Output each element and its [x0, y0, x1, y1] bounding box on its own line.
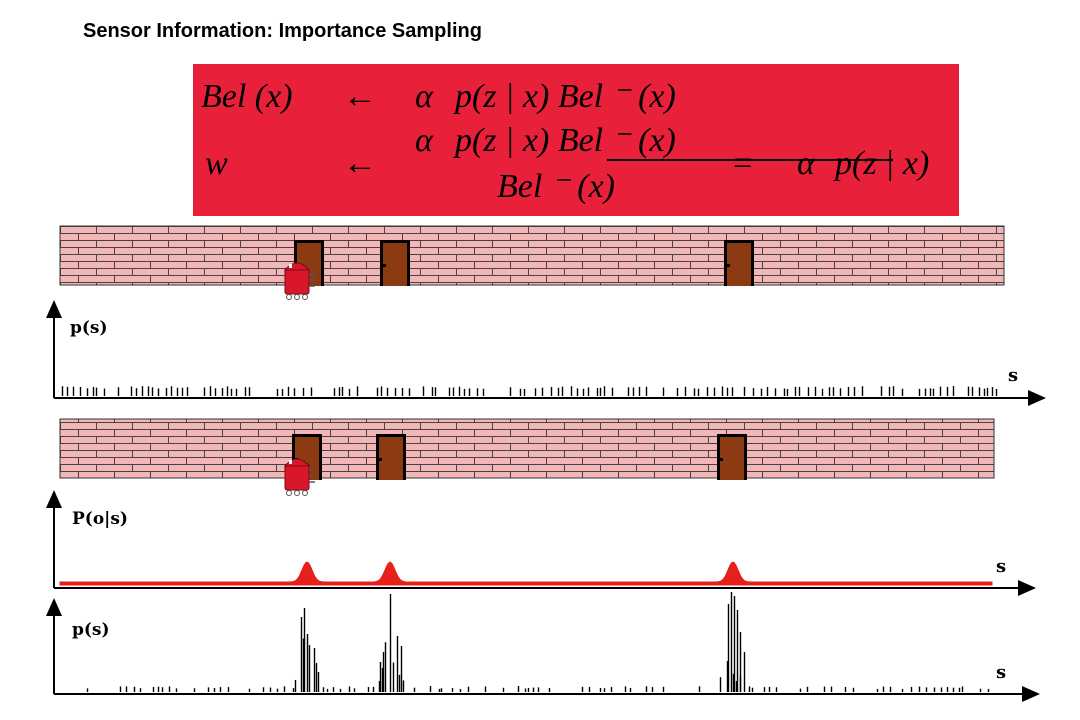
formula-equals: =: [733, 145, 753, 182]
wall-bottom: [59, 418, 995, 479]
door-icon: [380, 240, 410, 286]
posterior-s-label: s: [996, 662, 1007, 683]
prior-axis-label: p(s): [70, 318, 108, 338]
formula-arrow-1: ←: [343, 78, 377, 115]
door-icon: [376, 434, 406, 480]
posterior-axis-label: p(s): [72, 620, 110, 640]
sensor-likelihood-curve: [59, 561, 993, 586]
prior-axes: [46, 300, 1046, 406]
formula-box: Bel (x) ← α p(z | x) Bel ⁻ (x) w ← α p(z…: [193, 64, 959, 216]
formula-alpha-3: α: [797, 145, 815, 182]
slide-title: Sensor Information: Importance Sampling: [83, 20, 482, 42]
sensor-axis-label: P(o|s): [72, 509, 128, 529]
formula-denominator: Bel ⁻ (x): [497, 168, 615, 205]
prior-s-label: s: [1008, 365, 1019, 386]
door-icon: [717, 434, 747, 480]
sensor-axes: [46, 490, 1036, 596]
wall-top: [59, 225, 1005, 286]
formula-alpha-1: α: [415, 78, 433, 115]
posterior-axes: [46, 592, 1040, 702]
posterior-particles: [86, 592, 990, 692]
prior-particles: [61, 386, 998, 396]
fraction-line: [607, 159, 893, 161]
formula-result: p(z | x): [835, 145, 930, 182]
formula-w: w: [205, 145, 228, 182]
sensor-s-label: s: [996, 556, 1007, 577]
formula-arrow-2: ←: [343, 145, 377, 182]
formula-numerator: p(z | x) Bel ⁻ (x): [455, 122, 676, 159]
door-icon: [724, 240, 754, 286]
formula-likelihood-1: p(z | x) Bel ⁻ (x): [455, 78, 676, 115]
formula-bel-x: Bel (x): [201, 78, 293, 115]
formula-alpha-2: α: [415, 122, 433, 159]
